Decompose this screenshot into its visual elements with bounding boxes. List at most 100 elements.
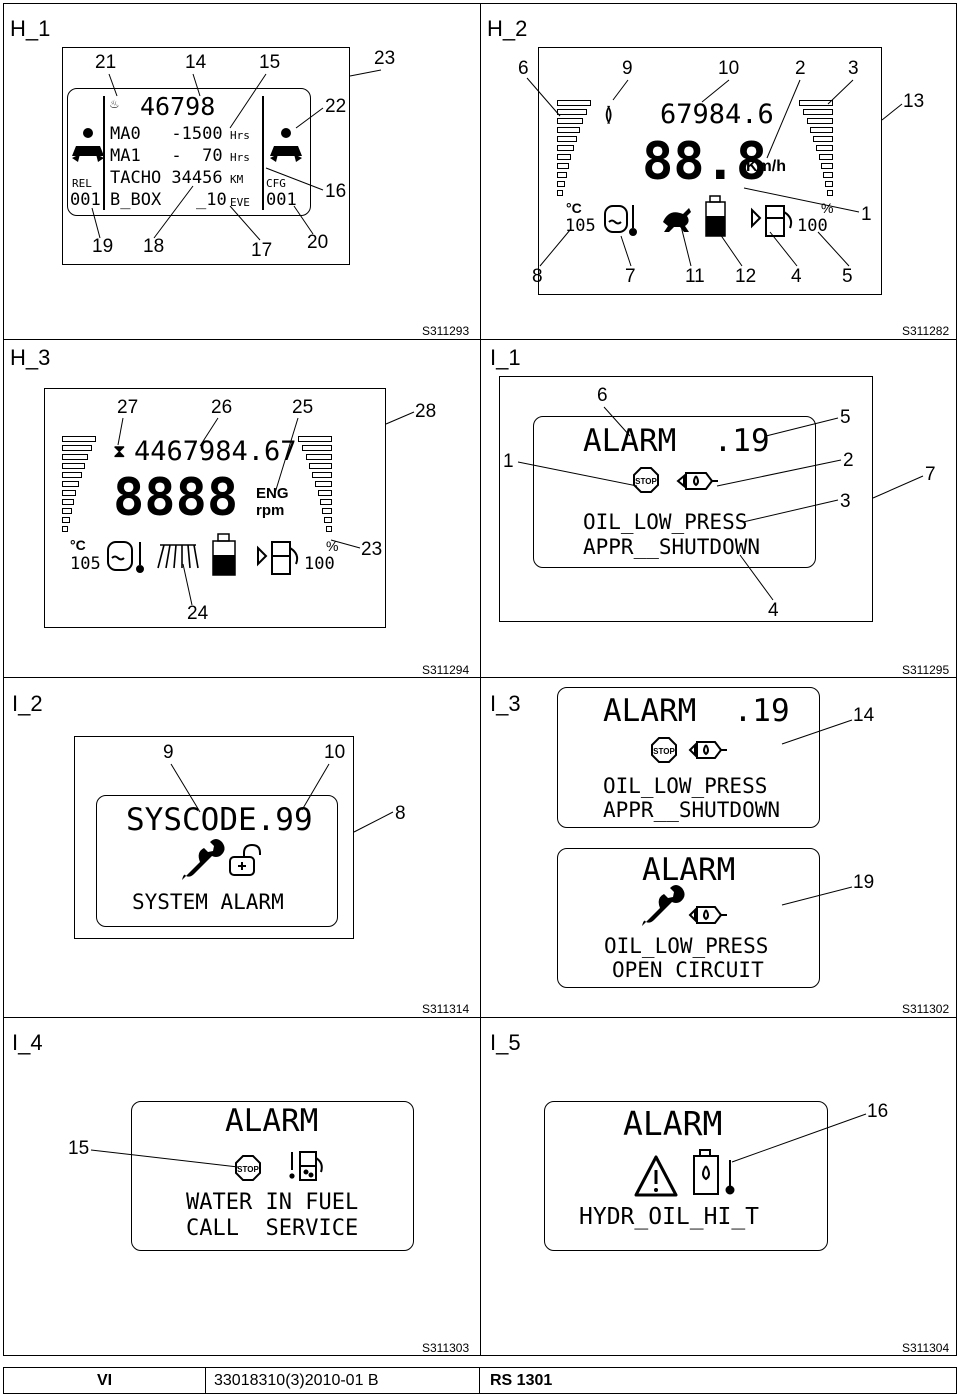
h2-bar-right <box>827 190 833 196</box>
callout-15: 15 <box>68 1138 90 1159</box>
h2-bar-left <box>557 127 580 133</box>
footer-section: VI <box>3 1367 206 1394</box>
i1-line2: APPR__SHUTDOWN <box>583 535 761 559</box>
h2-bar-left <box>557 100 591 106</box>
h2-bar-right <box>823 172 833 178</box>
figure-code-h1: S311293 <box>422 324 470 338</box>
h3-bar-right <box>309 463 332 469</box>
callout-20: 20 <box>307 232 329 253</box>
h3-bar-left <box>62 499 74 505</box>
h3-rpm-unit-2: rpm <box>256 502 285 519</box>
h3-bar-right <box>315 481 332 487</box>
callout-10: 10 <box>718 58 740 79</box>
h2-bar-left <box>557 163 569 169</box>
callout-4: 4 <box>768 600 779 621</box>
callout-25: 25 <box>292 397 314 418</box>
footer-model: RS 1301 <box>479 1367 957 1394</box>
i3-b-line2: OPEN CIRCUIT <box>612 958 764 982</box>
h2-fuel-pct: % <box>821 200 834 216</box>
h2-temp-value: 105 <box>565 216 596 236</box>
h2-bar-right <box>819 154 833 160</box>
callout-3: 3 <box>840 491 851 512</box>
h3-bar-right <box>326 526 332 532</box>
callout-6: 6 <box>518 58 529 79</box>
i4-line2: CALL SERVICE <box>186 1216 359 1241</box>
callout-7: 7 <box>925 464 936 485</box>
h1-event-unit: EVE <box>230 196 250 209</box>
i5-alarm: ALARM <box>623 1104 723 1143</box>
callout-16: 16 <box>325 181 347 202</box>
figure-code-i5: S311304 <box>902 1341 950 1355</box>
callout-6: 6 <box>597 385 608 406</box>
callout-21: 21 <box>95 52 117 73</box>
i3-a-line2: APPR__SHUTDOWN <box>603 798 781 822</box>
i3-b-alarm: ALARM <box>642 852 736 888</box>
h2-odometer: 67984.6 <box>660 99 774 130</box>
i4-alarm: ALARM <box>225 1103 319 1139</box>
h1-rel-label: REL <box>72 177 92 190</box>
i2-syscode: SYSCODE.99 <box>126 802 313 838</box>
h3-bar-left <box>62 463 85 469</box>
h2-bar-left <box>557 190 563 196</box>
h2-bar-right <box>799 100 833 106</box>
h2-bar-right <box>813 136 833 142</box>
h1-line3-unit: KM <box>230 173 244 186</box>
callout-16: 16 <box>867 1101 889 1122</box>
i3-b-line1: OIL_LOW_PRESS <box>604 934 769 958</box>
h3-bar-right <box>298 436 332 442</box>
panel-title-i4: I_4 <box>12 1030 43 1055</box>
callout-15: 15 <box>259 52 281 73</box>
figure-code-h3: S311294 <box>422 663 470 677</box>
h1-line1-unit: Hrs <box>230 129 250 142</box>
callout-26: 26 <box>211 397 233 418</box>
h1-divider-left <box>103 96 105 210</box>
h3-bar-right <box>320 499 332 505</box>
h1-line1: MA0 -1500 <box>110 124 223 144</box>
panel-title-h1: H_1 <box>10 16 51 41</box>
callout-2: 2 <box>843 450 854 471</box>
h2-speed-unit: Km/h <box>746 158 786 175</box>
h3-rpm: 8888 <box>113 468 239 528</box>
h3-bar-left <box>62 481 79 487</box>
panel-title-i5: I_5 <box>490 1030 521 1055</box>
h3-bar-left <box>62 454 88 460</box>
h1-hours-total: 46798 <box>140 92 216 121</box>
panel-title-h2: H_2 <box>487 16 528 41</box>
i1-lcd <box>533 416 816 568</box>
h1-rel-value: 001 <box>70 190 101 210</box>
figure-code-i4: S311303 <box>422 1341 470 1355</box>
h3-bar-right <box>302 445 332 451</box>
h2-bar-right <box>803 109 833 115</box>
callout-4: 4 <box>791 266 802 287</box>
panel-title-i1: I_1 <box>490 345 521 370</box>
i1-line1: OIL_LOW_PRESS <box>583 510 748 534</box>
panel-title-i2: I_2 <box>12 691 43 716</box>
h3-bar-right <box>312 472 332 478</box>
callout-23: 23 <box>361 539 383 560</box>
callout-8: 8 <box>532 266 543 287</box>
callout-9: 9 <box>622 58 633 79</box>
i4-line1: WATER IN FUEL <box>186 1190 359 1215</box>
h1-cfg-label: CFG <box>266 177 286 190</box>
callout-8: 8 <box>395 803 406 824</box>
h3-bar-left <box>62 517 70 523</box>
h1-line2: MA1 - 70 <box>110 146 223 166</box>
callout-14: 14 <box>185 52 207 73</box>
callout-27: 27 <box>117 397 139 418</box>
callout-28: 28 <box>415 401 437 422</box>
h2-bar-right <box>821 163 833 169</box>
h3-hours: 4467984.67 <box>134 436 297 467</box>
figure-code-i2: S311314 <box>422 1002 470 1016</box>
h2-bar-left <box>557 172 567 178</box>
h1-cfg-value: 001 <box>266 190 297 210</box>
panel-title-i3: I_3 <box>490 691 521 716</box>
callout-9: 9 <box>163 742 174 763</box>
callout-19: 19 <box>92 236 114 257</box>
footer-doc-number: 33018310(3)2010-01 B <box>205 1367 480 1394</box>
h3-bar-left <box>62 472 82 478</box>
figure-code-h2: S311282 <box>902 324 950 338</box>
h2-bar-left <box>557 136 577 142</box>
callout-7: 7 <box>625 266 636 287</box>
callout-5: 5 <box>840 407 851 428</box>
